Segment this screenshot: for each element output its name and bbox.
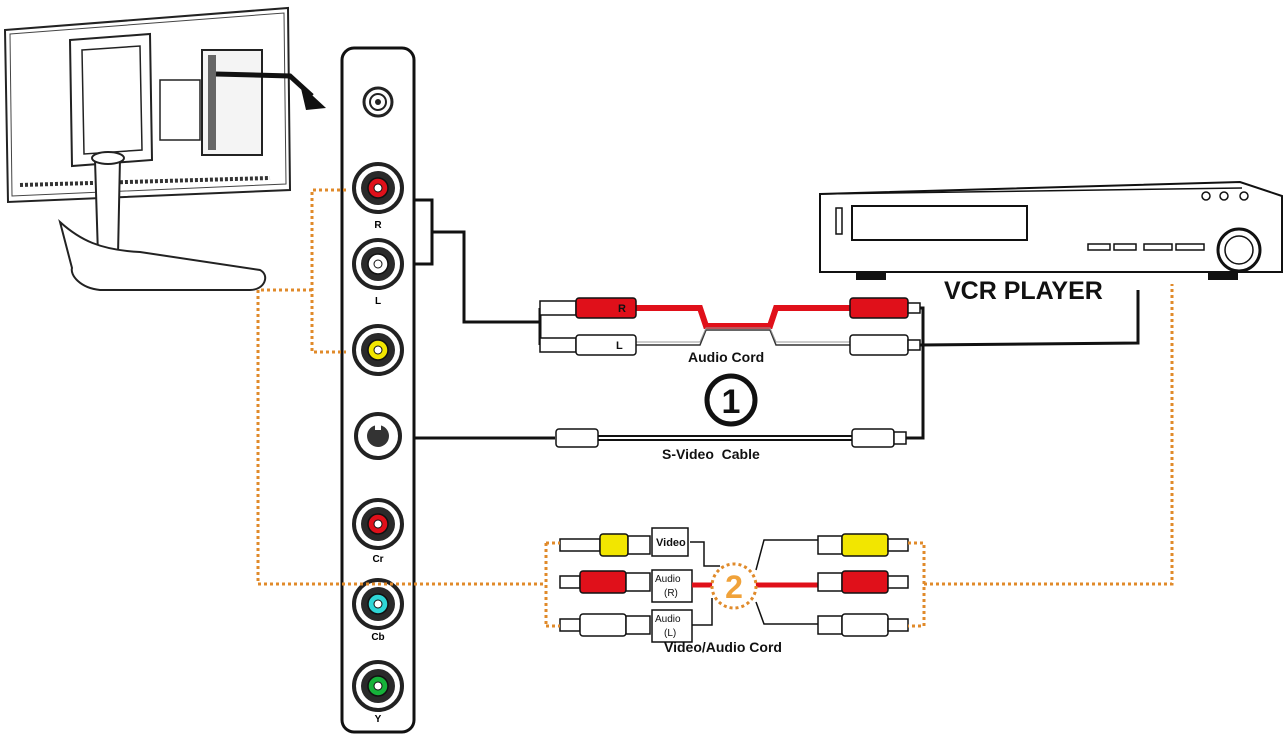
svideo-plug-right — [851, 428, 895, 448]
audio-plug-r-label: R — [618, 303, 626, 315]
connector-panel — [340, 46, 416, 734]
svideo-cable: S-Video Cable — [414, 306, 925, 462]
av-tag-audio-r-line1: Audio — [655, 574, 681, 585]
av-plug-yellow-left — [599, 533, 629, 557]
audio-cord-label: Audio Cord — [688, 349, 764, 365]
av-plug-red-right — [841, 570, 889, 594]
port-cb: Cb — [352, 578, 404, 643]
vcr-player: VCR PLAYER — [819, 180, 1283, 305]
av-plug-white-left — [579, 613, 627, 637]
step-marker-1: 1 — [704, 373, 758, 427]
pointer-arrow — [215, 71, 326, 110]
monitor-rear-illustration — [3, 6, 292, 291]
step-marker-2-label: 2 — [725, 569, 743, 605]
audio-plug-white-left — [539, 337, 577, 353]
port-y: Y — [352, 660, 404, 725]
av-plug-red-left — [579, 570, 627, 594]
port-label: Cr — [372, 554, 383, 565]
port-label: L — [375, 296, 381, 307]
vcr-connection-line — [919, 290, 1140, 347]
av-plug-yellow-right — [841, 533, 889, 557]
audio-plug-red-left — [539, 300, 577, 316]
port-s-video — [354, 412, 402, 460]
step-marker-2: 2 — [710, 562, 758, 610]
av-tag-audio-l-line2: (L) — [664, 628, 676, 639]
port-video — [352, 324, 404, 376]
audio-plug-l-label: L — [616, 340, 623, 352]
step-marker-1-label: 1 — [722, 383, 741, 421]
av-plug-white-right — [841, 613, 889, 637]
av-tag-audio-r-line2: (R) — [664, 588, 678, 599]
video-audio-cord: Video Audio (R) Audio (L) Video/Audio Co… — [559, 527, 909, 655]
audio-cord: R L Audio Cord — [414, 198, 921, 365]
av-cord-label: Video/Audio Cord — [664, 639, 782, 655]
svideo-plug-left — [555, 428, 599, 448]
vcr-player-title: VCR PLAYER — [944, 277, 1103, 305]
port-cr: Cr — [352, 498, 404, 565]
port-l: L — [352, 238, 404, 307]
audio-plug-white-right — [849, 334, 909, 356]
composite-dotted-routes — [256, 188, 1174, 628]
av-tag-audio-l-line1: Audio — [655, 614, 681, 625]
port-label: Cb — [371, 632, 384, 643]
audio-plug-red-right — [849, 297, 909, 319]
port-label: R — [374, 220, 382, 231]
antenna-port — [362, 86, 394, 118]
svideo-cable-label: S-Video Cable — [662, 446, 760, 462]
av-tag-video: Video — [656, 537, 686, 549]
port-r: R — [352, 162, 404, 231]
port-label: Y — [375, 714, 382, 725]
